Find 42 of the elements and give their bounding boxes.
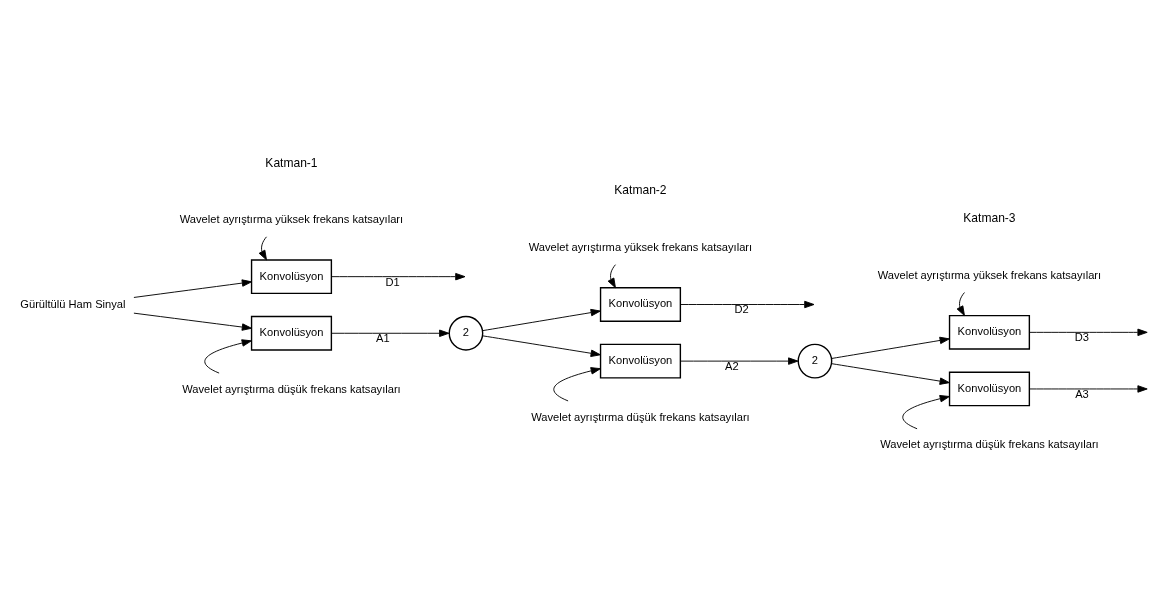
edge-label: D1 (385, 275, 400, 288)
arrow (553, 366, 601, 401)
node-text: Wavelet ayrıştırma düşük frekans katsayıları (880, 437, 1099, 450)
arrow (1029, 384, 1148, 393)
node-box: Konvolüsyon (250, 315, 333, 351)
edge-label: D2 (734, 302, 749, 315)
arrow (1029, 328, 1148, 336)
label: Katman-2 (614, 182, 667, 197)
node-text: Wavelet ayrıştırma yüksek frekans katsayıları (877, 268, 1102, 281)
arrow (204, 338, 252, 374)
node-circle: 2 (448, 315, 484, 351)
arrow (331, 272, 466, 280)
node-text: Wavelet ayrıştırma düşük frekans katsayıları (531, 410, 750, 423)
label: Katman-1 (265, 155, 318, 170)
node-box: Konvolüsyon (599, 343, 682, 378)
arrow (680, 300, 815, 308)
node-box: Konvolüsyon (599, 286, 682, 322)
arrow (482, 308, 601, 331)
arrow (680, 356, 799, 365)
arrow (482, 334, 601, 357)
edge-label: A1 (375, 331, 390, 344)
node-box: Konvolüsyon (948, 314, 1031, 350)
node-box: Konvolüsyon (250, 258, 333, 294)
node-text: Gürültülü Ham Sinyal (20, 297, 126, 310)
arrow (831, 362, 950, 385)
node-text: Wavelet ayrıştırma yüksek frekans katsayıları (528, 240, 753, 253)
node-text: Wavelet ayrıştırma yüksek frekans katsayıları (179, 212, 404, 225)
node-text: Wavelet ayrıştırma düşük frekans katsayıları (182, 382, 401, 395)
arrow (956, 291, 965, 316)
edge-label: D3 (1074, 330, 1090, 343)
arrow (831, 336, 950, 359)
arrow (607, 263, 616, 288)
edge-label: A3 (1075, 387, 1089, 400)
arrow (902, 394, 950, 429)
node-box: Konvolüsyon (948, 371, 1031, 406)
edge-label: A2 (724, 359, 739, 372)
arrow (133, 312, 252, 331)
label: Katman-3 (963, 210, 1016, 225)
arrow (258, 235, 267, 260)
arrow (133, 278, 252, 298)
arrow (331, 329, 450, 337)
node-circle: 2 (797, 343, 833, 378)
